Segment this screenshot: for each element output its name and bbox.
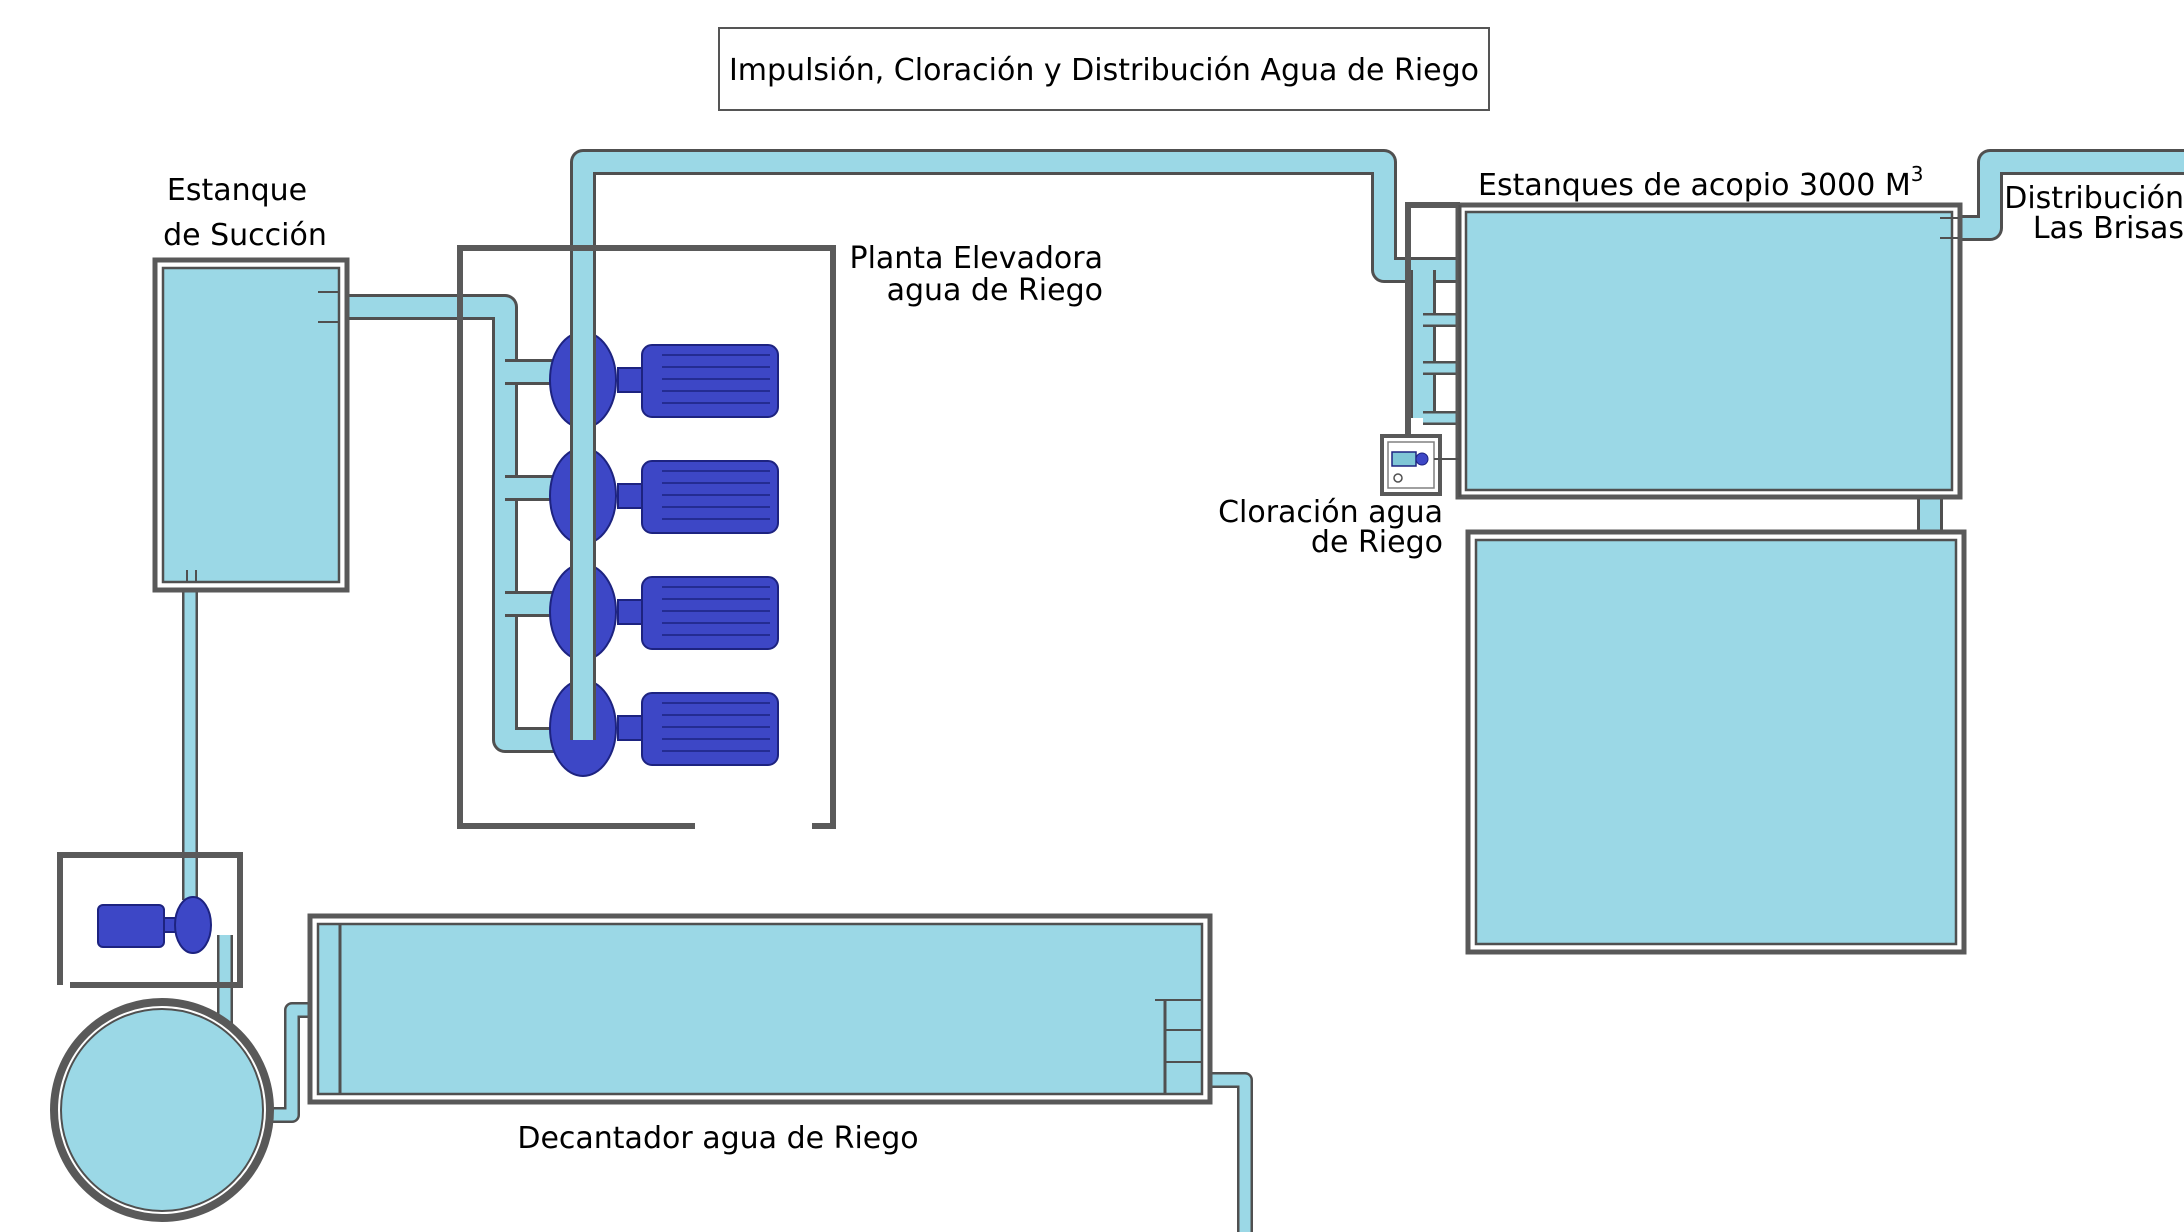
pump-station: Planta Elevadora agua de Riego [457,241,1103,829]
chlorination-label-1: Cloración agua [1218,495,1443,530]
suction-tank-label-2: de Succión [163,218,327,253]
circular-tank [50,998,274,1222]
distribution-label-1: Distribución [2004,181,2184,216]
storage-tank-lower [1465,529,1967,955]
chlorination-unit: Cloración agua de Riego [1218,434,1460,560]
chlorination-label-2: de Riego [1311,525,1443,560]
settler-label: Decantador agua de Riego [517,1121,918,1156]
pump-station-label-1: Planta Elevadora [849,241,1103,276]
storage-tanks-label: Estanques de acopio 3000 M3 [1478,162,1923,203]
pump-unit-3 [549,563,779,661]
storage-tank-upper: Estanques de acopio 3000 M3 [1405,162,1963,500]
chlorinator-icon [1391,451,1417,467]
pump-station-label-2: agua de Riego [887,273,1103,308]
suction-tank-label-1: Estanque [167,173,307,208]
motor-icon [97,904,165,948]
diagram-title: Impulsión, Cloración y Distribución Agua… [729,53,1479,88]
distribution-label-2: Las Brisas [2033,211,2184,246]
suction-tank: Estanque de Succión [152,173,350,593]
transfer-pump-house [57,852,243,988]
storage-tanks-superscript: 3 [1911,162,1924,186]
motor-icon [641,576,779,650]
settler-tank: Decantador agua de Riego [307,913,1213,1156]
storage-tanks-text: Estanques de acopio 3000 M [1478,168,1911,203]
motor-icon [641,692,779,766]
distribution-outlet: Distribución Las Brisas [2004,181,2184,246]
motor-icon [641,344,779,418]
title-box: Impulsión, Cloración y Distribución Agua… [718,27,1490,111]
pump-unit-2 [549,447,779,545]
motor-icon [641,460,779,534]
pump-icon [174,896,212,954]
